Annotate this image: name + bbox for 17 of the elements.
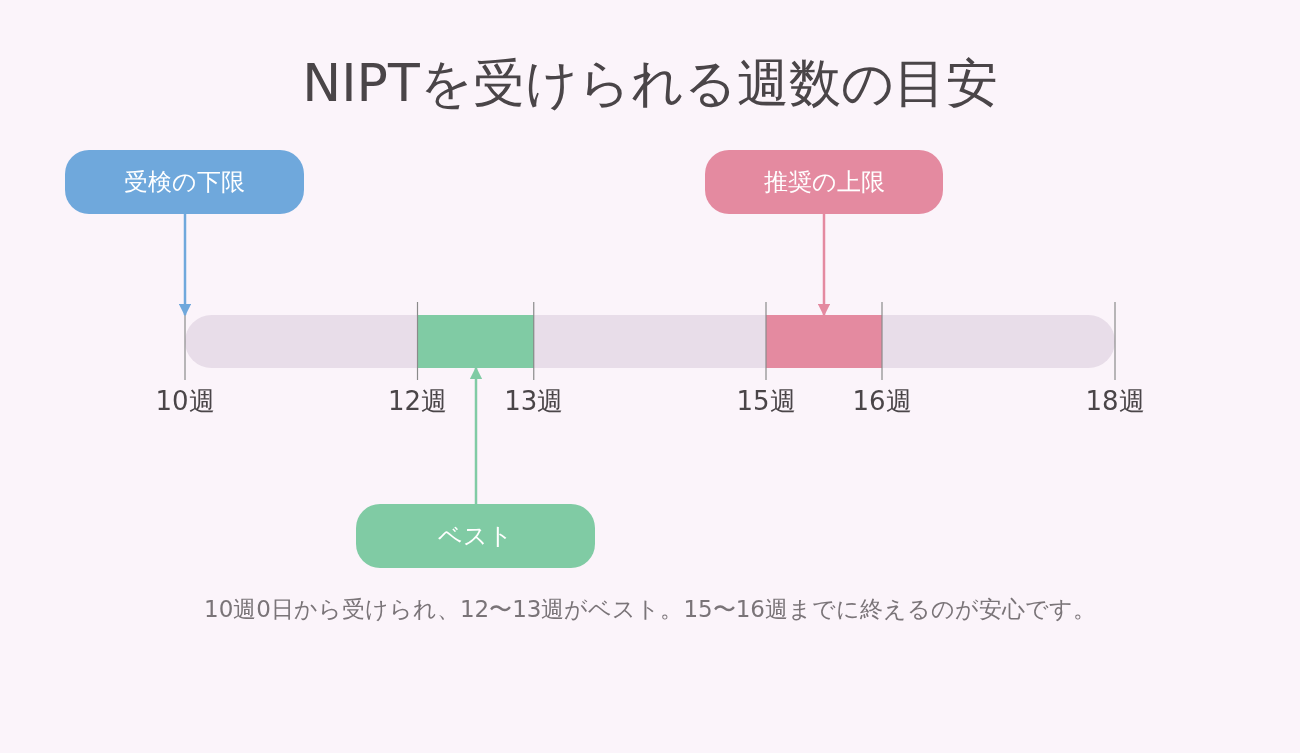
week-label: 12週 [387,385,448,418]
leader-arrow [178,214,192,317]
week-label: 13週 [504,385,564,418]
leader-arrow [469,366,483,504]
diagram-title: NIPTを受けられる週数の目安 [302,52,998,115]
callout-label: 受検の下限 [65,150,304,214]
recommended-limit-segment [766,315,883,368]
week-label: 10週 [155,385,215,418]
best-period-segment [417,315,534,368]
week-label: 16週 [852,385,912,418]
callout-label: 推奨の上限 [705,150,943,214]
week-label: 18週 [1085,385,1145,418]
timeline-bar [185,315,1115,368]
callout-label: ベスト [356,504,595,568]
leader-arrow [817,214,831,317]
week-label: 15週 [736,385,796,418]
caption: 10週0日から受けられ、12〜13週がベスト。15〜16週までに終えるのが安心です。 [204,595,1096,624]
